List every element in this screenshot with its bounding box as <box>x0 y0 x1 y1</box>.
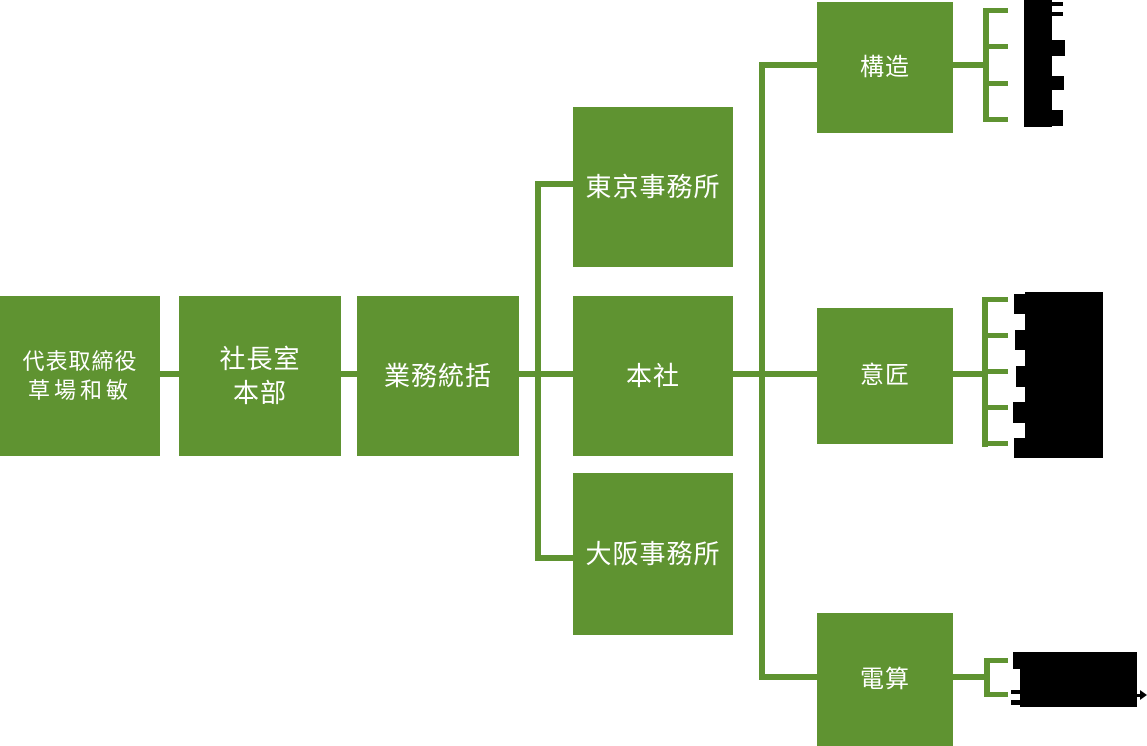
bracket-structure-tick-3 <box>983 81 1008 86</box>
redacted-glyph-fragment <box>1052 12 1063 16</box>
connector-presidents-operations <box>341 371 357 377</box>
connector-operations-headoffice <box>519 371 573 377</box>
bracket-structure-tick-4 <box>983 117 1008 122</box>
node-head-office-label: 本社 <box>625 360 680 391</box>
redacted-glyph-fragment <box>1013 402 1025 423</box>
redacted-glyph-fragment <box>1013 652 1020 669</box>
node-ceo-name: 草場和敏 <box>27 378 132 403</box>
redacted-glyph-fragment <box>1011 700 1020 705</box>
connector-offices-trunk <box>535 182 541 561</box>
connector-tick-computing <box>759 674 817 680</box>
node-ceo-title: 代表取締役 <box>22 348 138 374</box>
node-osaka-office-label: 大阪事務所 <box>585 538 721 569</box>
redacted-glyph-fragment <box>1011 690 1020 694</box>
bracket-design-tick-2 <box>982 333 1008 338</box>
redacted-glyph-fragment <box>1045 110 1063 126</box>
right-arrow-icon <box>1140 690 1147 700</box>
node-operations: 業務統括 <box>357 296 519 456</box>
node-design-dept: 意匠 <box>817 308 953 444</box>
redacted-glyph-fragment <box>1052 40 1065 56</box>
connector-ceo-presidents <box>160 371 179 377</box>
node-osaka-office: 大阪事務所 <box>573 473 733 635</box>
connector-structure-bracket <box>953 62 983 68</box>
bracket-design-tick-1 <box>982 297 1008 302</box>
node-presidents-office-line2: 本部 <box>232 378 287 408</box>
redacted-labels-design <box>1025 292 1103 458</box>
connector-tick-structure <box>759 62 817 68</box>
redacted-glyph-fragment <box>1016 366 1025 387</box>
bracket-structure-tick-1 <box>983 8 1008 13</box>
bracket-structure-tick-2 <box>983 44 1008 49</box>
connector-tick-tokyo <box>535 181 573 187</box>
bracket-computing-vertical <box>984 658 990 697</box>
node-computing-dept-label: 電算 <box>860 665 910 693</box>
connector-computing-bracket <box>952 674 984 680</box>
redacted-glyph-fragment <box>1052 76 1064 90</box>
bracket-design-tick-5 <box>982 441 1008 446</box>
redacted-glyph-fragment <box>1014 294 1025 314</box>
redacted-glyph-fragment <box>1052 2 1063 6</box>
redacted-labels-structure <box>1024 0 1052 127</box>
node-computing-dept: 電算 <box>817 613 953 746</box>
redacted-glyph-fragment <box>1014 438 1025 458</box>
node-structure-dept: 構造 <box>817 2 953 133</box>
bracket-computing-tick-1 <box>984 658 1008 663</box>
connector-design-bracket <box>953 371 982 377</box>
bracket-structure-vertical <box>983 8 989 122</box>
node-ceo: 代表取締役 草場和敏 <box>0 296 160 456</box>
node-design-dept-label: 意匠 <box>860 362 910 390</box>
bracket-computing-tick-2 <box>984 692 1008 697</box>
arrow-line <box>1137 694 1142 697</box>
node-presidents-office: 社長室 本部 <box>179 296 341 456</box>
connector-tick-osaka <box>535 555 573 561</box>
connector-headoffice-design <box>733 371 817 377</box>
node-head-office: 本社 <box>573 296 733 456</box>
node-presidents-office-line1: 社長室 <box>219 343 301 374</box>
bracket-design-tick-4 <box>982 405 1008 410</box>
redacted-glyph-fragment <box>1015 330 1025 350</box>
redacted-labels-computing <box>1020 652 1137 707</box>
node-tokyo-office: 東京事務所 <box>573 107 733 267</box>
connector-departments-trunk <box>759 62 765 680</box>
bracket-design-tick-3 <box>982 369 1008 374</box>
node-tokyo-office-label: 東京事務所 <box>585 171 721 202</box>
node-operations-label: 業務統括 <box>383 360 492 391</box>
node-structure-dept-label: 構造 <box>860 53 910 81</box>
